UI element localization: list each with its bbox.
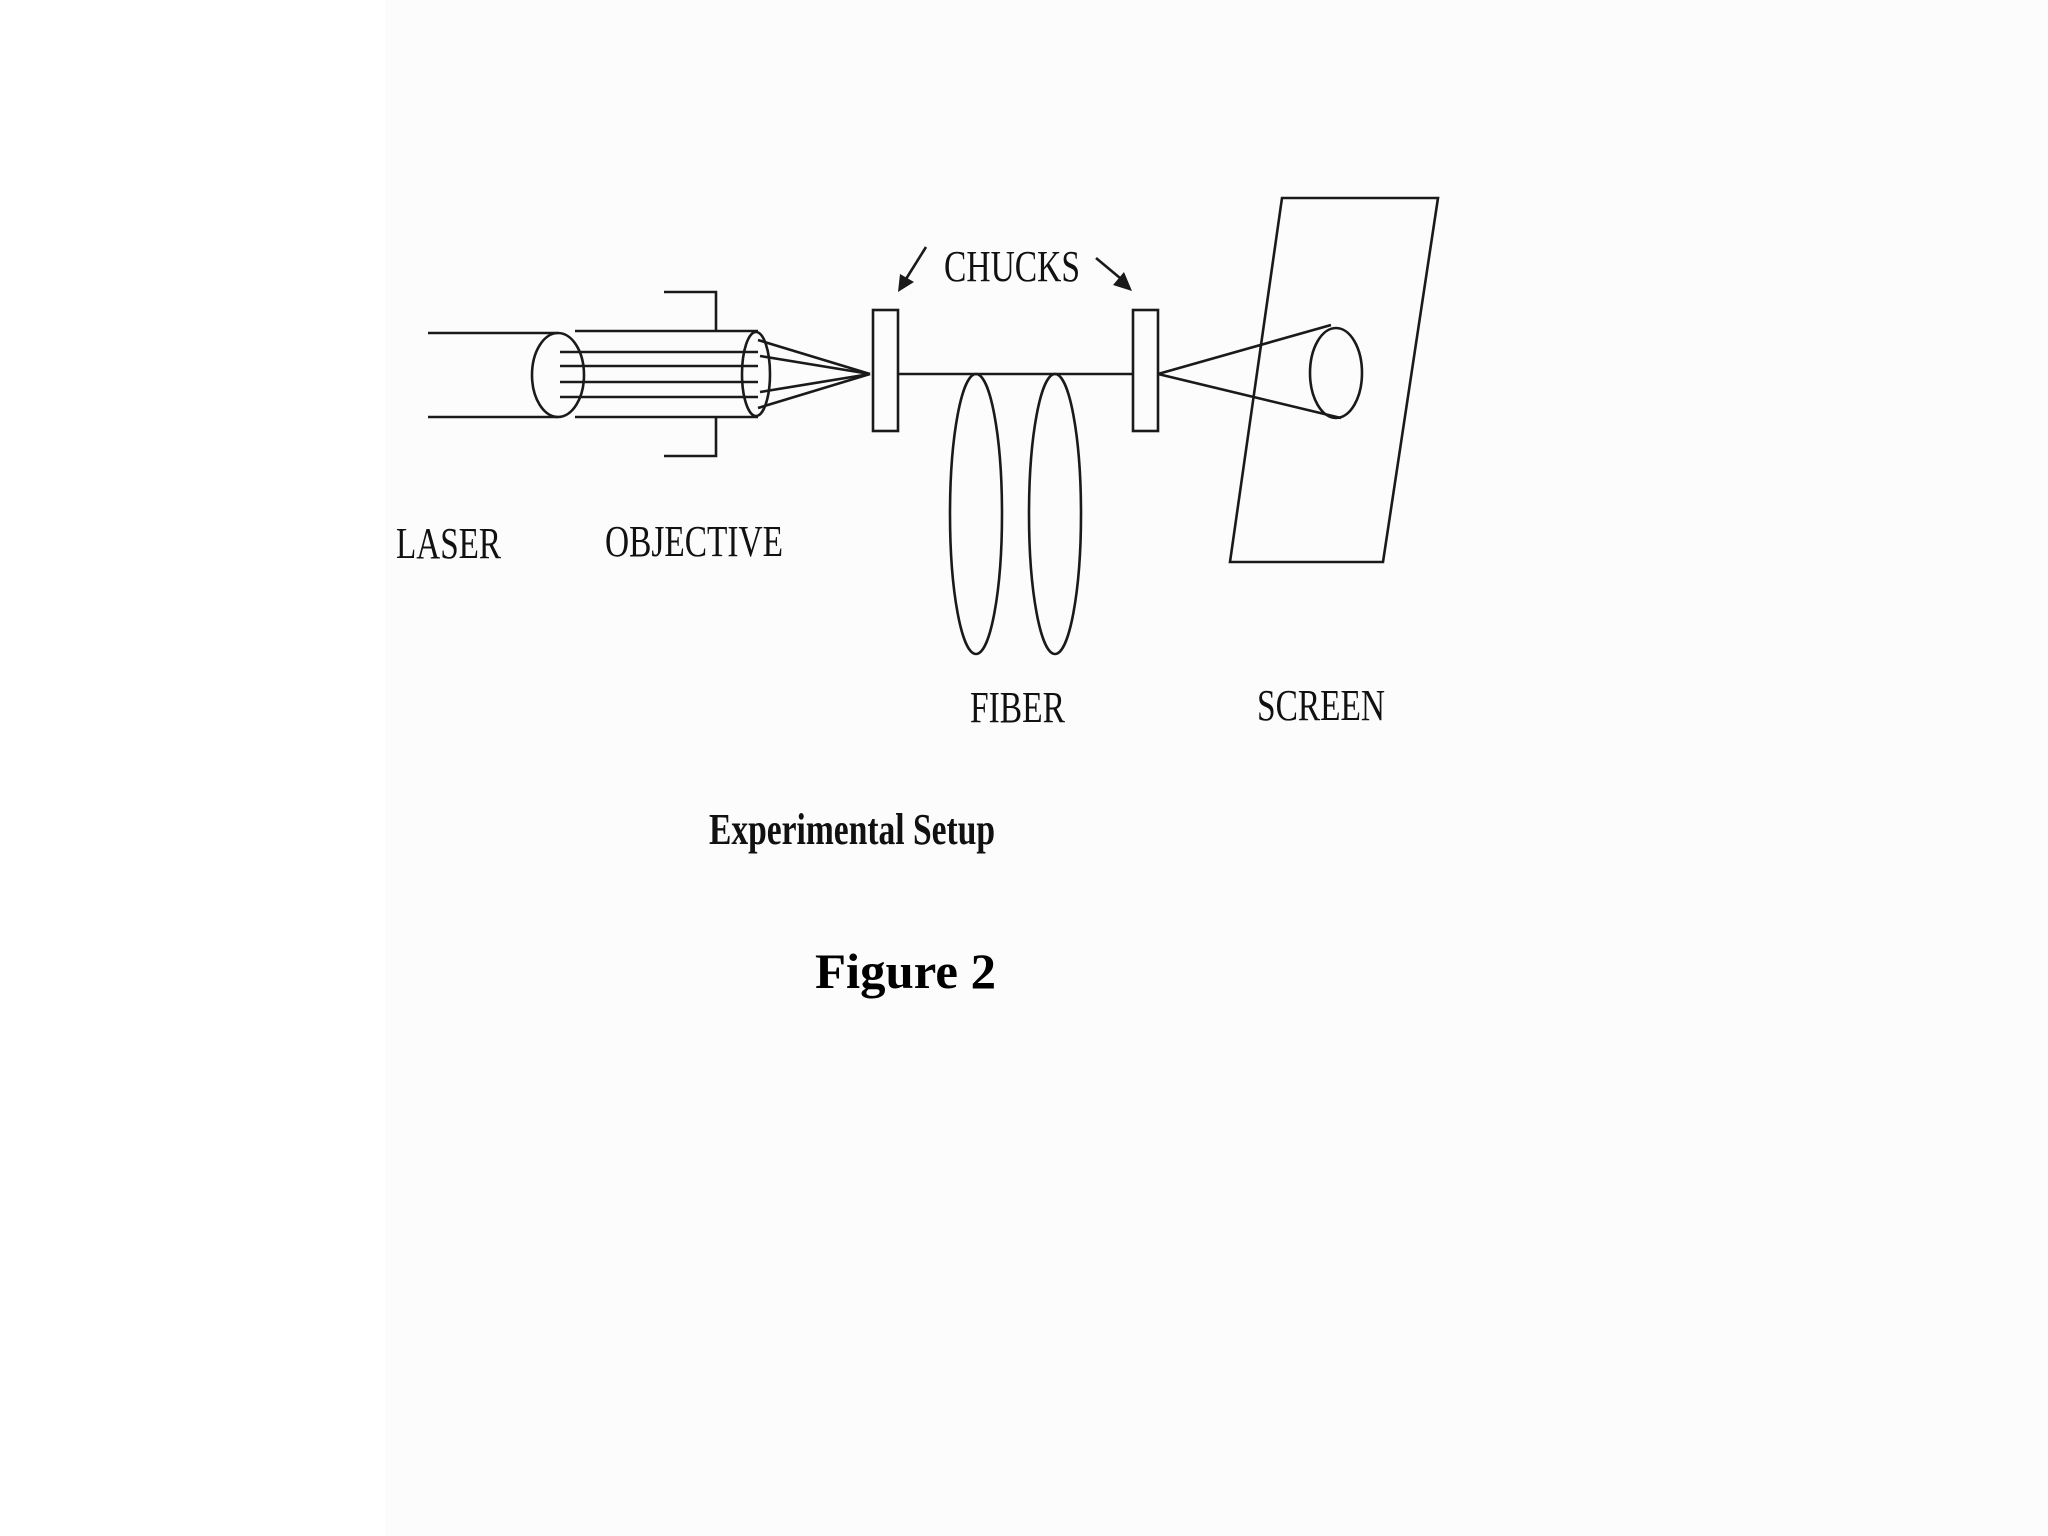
screen-label: SCREEN bbox=[1257, 681, 1385, 730]
right-arrow-icon bbox=[1113, 272, 1132, 291]
laser-label: LASER bbox=[396, 519, 501, 568]
fiber-label: FIBER bbox=[970, 683, 1065, 732]
projected-spot bbox=[1308, 326, 1364, 420]
fiber-coils bbox=[948, 372, 1083, 656]
focus-cone bbox=[757, 338, 871, 410]
chucks-arrows bbox=[898, 246, 1132, 292]
left-chuck bbox=[871, 308, 900, 433]
output-cone bbox=[1157, 323, 1342, 420]
right-chuck bbox=[1131, 308, 1160, 433]
laser-beam bbox=[560, 350, 758, 399]
page-background bbox=[385, 0, 2048, 1536]
diagram-subtitle: Experimental Setup bbox=[709, 805, 995, 854]
left-arrow-icon bbox=[898, 274, 914, 292]
chucks-label: CHUCKS bbox=[944, 242, 1080, 291]
laser-device bbox=[428, 331, 586, 419]
objective-lens bbox=[575, 290, 772, 458]
figure-caption: Figure 2 bbox=[815, 943, 996, 999]
screen bbox=[1228, 196, 1440, 564]
objective-label: OBJECTIVE bbox=[605, 517, 783, 566]
